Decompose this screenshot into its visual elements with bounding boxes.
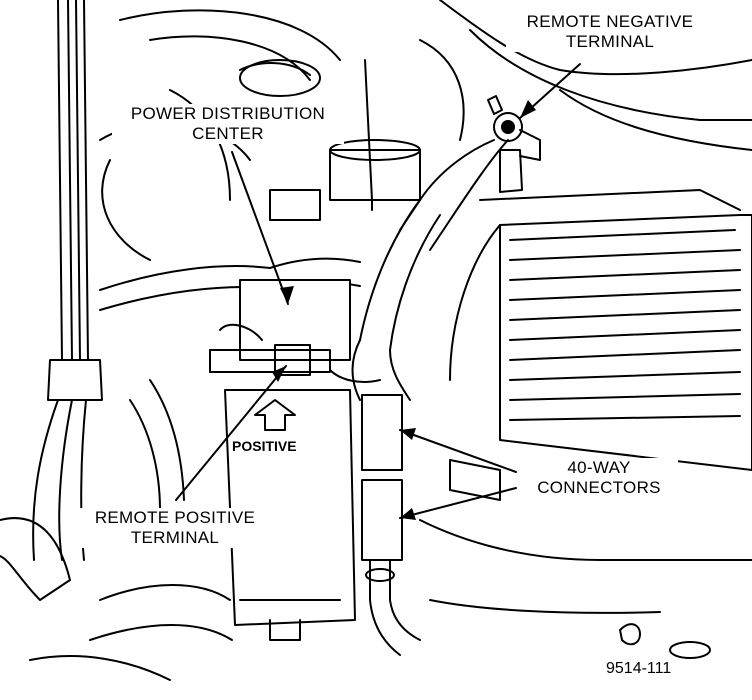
power-distribution-center-line2: CENTER — [192, 124, 264, 143]
remote-negative-terminal-line1: REMOTE NEGATIVE — [526, 12, 694, 31]
power-distribution-center — [209, 279, 351, 376]
power-distribution-center-line1: POWER DISTRIBUTION — [130, 104, 326, 123]
connectors-line2: CONNECTORS — [537, 478, 661, 497]
forty-way-connectors — [361, 394, 421, 656]
radiator-block — [449, 189, 752, 471]
arrowhead-positive — [272, 366, 286, 382]
connectors-line1: 40-WAY — [567, 458, 631, 477]
figure-id: 9514-111 — [606, 660, 672, 677]
leader-positive — [175, 365, 287, 501]
positive-marking: POSITIVE — [232, 438, 297, 454]
remote-negative-terminal-label: REMOTE NEGATIVE TERMINAL — [506, 12, 714, 52]
remote-positive-terminal-label: REMOTE POSITIVE TERMINAL — [76, 508, 274, 548]
remote-negative-terminal-line2: TERMINAL — [565, 32, 655, 51]
engine-top-right — [439, 0, 752, 151]
arrowhead-negative — [520, 100, 536, 118]
remote-positive-terminal-line1: REMOTE POSITIVE — [94, 508, 256, 527]
pdc-lower-housing — [224, 389, 356, 641]
power-distribution-center-label: POWER DISTRIBUTION CENTER — [112, 104, 344, 144]
leader-pdc — [231, 151, 289, 305]
lower-left-hoses — [29, 379, 233, 681]
remote-negative-terminal-stud — [399, 95, 541, 251]
leader-connector-lower — [399, 487, 517, 519]
arrowhead-connector-lower — [400, 508, 416, 520]
remote-positive-terminal-line2: TERMINAL — [130, 528, 220, 547]
arrowhead-pdc — [280, 286, 294, 304]
arrowhead-connector-upper — [400, 428, 416, 440]
connectors-label: 40-WAY CONNECTORS — [520, 458, 678, 498]
leader-connector-upper — [399, 429, 517, 473]
left-wire-bundle — [0, 0, 103, 601]
lower-right-structure — [419, 459, 752, 659]
